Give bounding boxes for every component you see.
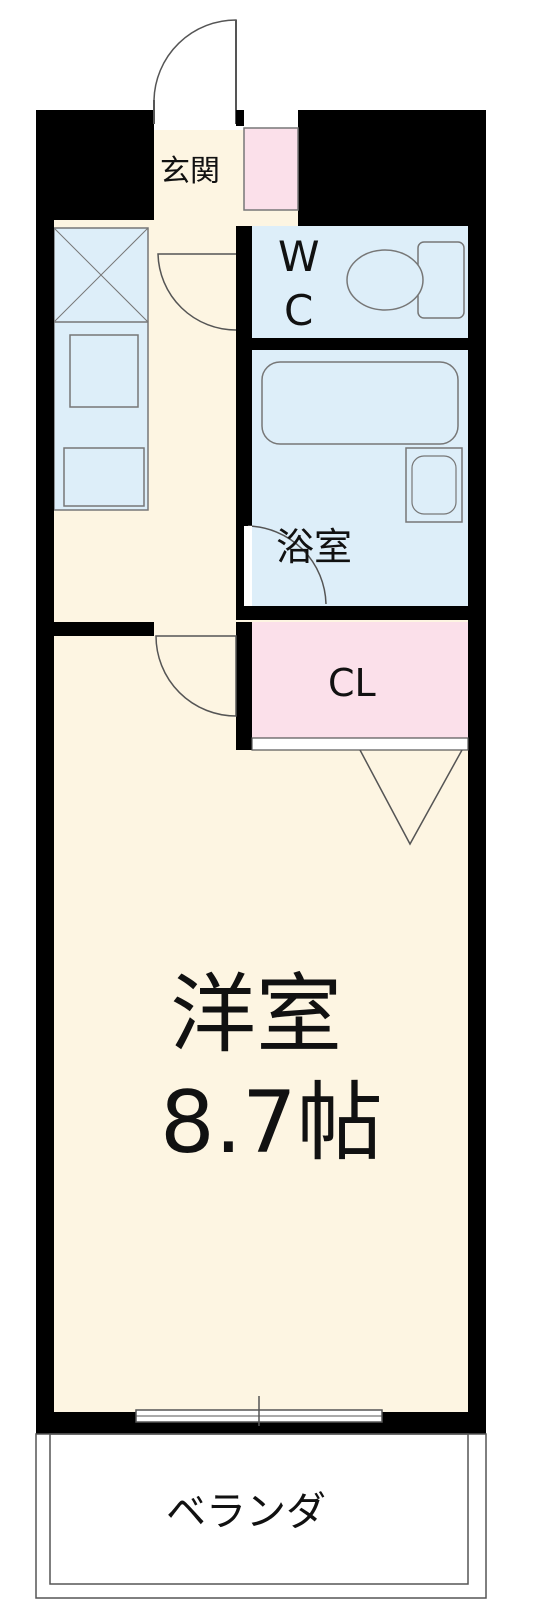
wall-left: [36, 110, 54, 1435]
closet: [252, 622, 468, 738]
toilet-bowl: [346, 249, 424, 311]
entrance-label: 玄関: [160, 154, 220, 189]
cooktop: [63, 447, 145, 507]
bath-door-swing: [247, 525, 327, 605]
closet-label: CL: [328, 661, 376, 705]
wc-label-bottom: C: [284, 286, 314, 335]
entrance-door-swing: [153, 19, 237, 120]
closet-door-swing: [359, 749, 463, 846]
wall-top-right: [298, 110, 486, 226]
western-room-size: 8.7帖: [160, 1073, 383, 1173]
sink: [69, 334, 139, 408]
wc-door-swing: [157, 253, 237, 331]
shoe-cabinet: [243, 127, 299, 211]
wall-right: [468, 110, 486, 1435]
room-door-swing: [155, 635, 237, 717]
wc-label-top: W: [278, 232, 320, 281]
balcony-label: ベランダ: [166, 1489, 326, 1535]
wall-top-left: [36, 110, 154, 220]
toilet-tank: [417, 241, 465, 319]
bath-label: 浴室: [276, 525, 353, 569]
bathtub: [261, 361, 459, 445]
wash-basin: [405, 447, 463, 523]
western-room-label: 洋室: [170, 965, 342, 1065]
entrance-floor: [154, 130, 244, 218]
